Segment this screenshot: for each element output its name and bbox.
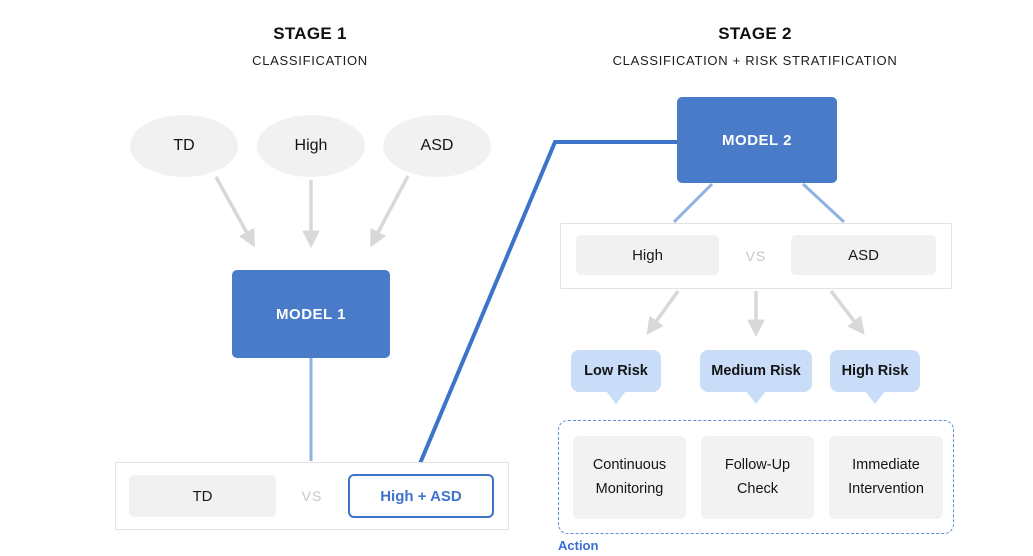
- stage1-outcome-highasd-pill: High + ASD: [348, 474, 494, 518]
- stage1-outcome-box: TD VS High + ASD: [115, 462, 509, 530]
- action-follow-up-check-label: Follow-Up Check: [724, 457, 791, 497]
- action-zone-label: Action: [558, 538, 599, 553]
- model2-box: MODEL 2: [677, 97, 837, 183]
- stage1-outcome-td-label: TD: [192, 487, 213, 505]
- arrow-asd-to-model1: [370, 175, 410, 248]
- arrow-to-high-risk: [829, 289, 865, 335]
- low-risk-badge: Low Risk: [571, 350, 661, 404]
- model1-label: MODEL 1: [276, 305, 346, 323]
- stage2-outcome-high-label: High: [632, 246, 663, 264]
- class-ellipse-asd: ASD: [383, 115, 491, 177]
- medium-risk-badge: Medium Risk: [700, 350, 812, 404]
- stage2-subtitle: CLASSIFICATION + RISK STRATIFICATION: [612, 53, 898, 68]
- stage2-header: STAGE 2 CLASSIFICATION + RISK STRATIFICA…: [555, 24, 955, 68]
- class-ellipse-asd-label: ASD: [420, 137, 454, 154]
- stage2-outcome-high-pill: High: [576, 235, 719, 275]
- high-risk-badge: High Risk: [830, 350, 920, 404]
- medium-risk-badge-tail: [746, 391, 766, 404]
- action-card-immediate-intervention: Immediate Intervention: [829, 436, 943, 519]
- high-risk-badge-tail: [865, 391, 885, 404]
- action-card-follow-up-check: Follow-Up Check: [701, 436, 814, 519]
- action-immediate-intervention-label: Immediate Intervention: [848, 457, 924, 497]
- low-risk-badge-tail: [606, 391, 626, 404]
- connector-highasd-to-model2: [414, 140, 677, 474]
- stage2-outcome-box: High VS ASD: [560, 223, 952, 289]
- model1-box: MODEL 1: [232, 270, 390, 358]
- model2-label: MODEL 2: [722, 131, 792, 149]
- stage1-subtitle: CLASSIFICATION: [252, 53, 368, 68]
- class-ellipse-high: High: [257, 115, 365, 177]
- arrow-to-low-risk: [646, 289, 680, 335]
- high-risk-label: High Risk: [841, 363, 909, 379]
- stage1-outcome-highasd-label: High + ASD: [380, 487, 462, 505]
- arrow-td-to-model1: [214, 176, 255, 248]
- stage1-header: STAGE 1 CLASSIFICATION: [160, 24, 460, 68]
- low-risk-label: Low Risk: [584, 363, 648, 379]
- class-ellipse-td: TD: [130, 115, 238, 177]
- action-continuous-monitoring-label: Continuous Monitoring: [592, 457, 667, 497]
- stage2-title: STAGE 2: [718, 24, 792, 43]
- stage2-vs-label: VS: [745, 248, 767, 264]
- action-zone: Continuous Monitoring Follow-Up Check Im…: [558, 420, 954, 534]
- stage1-title: STAGE 1: [273, 24, 347, 43]
- stage1-vs-label: VS: [301, 488, 323, 504]
- action-card-continuous-monitoring: Continuous Monitoring: [573, 436, 686, 519]
- class-ellipse-td-label: TD: [173, 137, 195, 154]
- stage2-outcome-asd-pill: ASD: [791, 235, 936, 275]
- stage1-outcome-td-pill: TD: [129, 475, 276, 517]
- class-ellipse-high-label: High: [294, 137, 328, 154]
- line-model2-to-high: [672, 182, 714, 224]
- stage2-outcome-asd-label: ASD: [848, 246, 879, 264]
- line-model2-to-asd: [801, 182, 846, 224]
- medium-risk-label: Medium Risk: [711, 363, 801, 379]
